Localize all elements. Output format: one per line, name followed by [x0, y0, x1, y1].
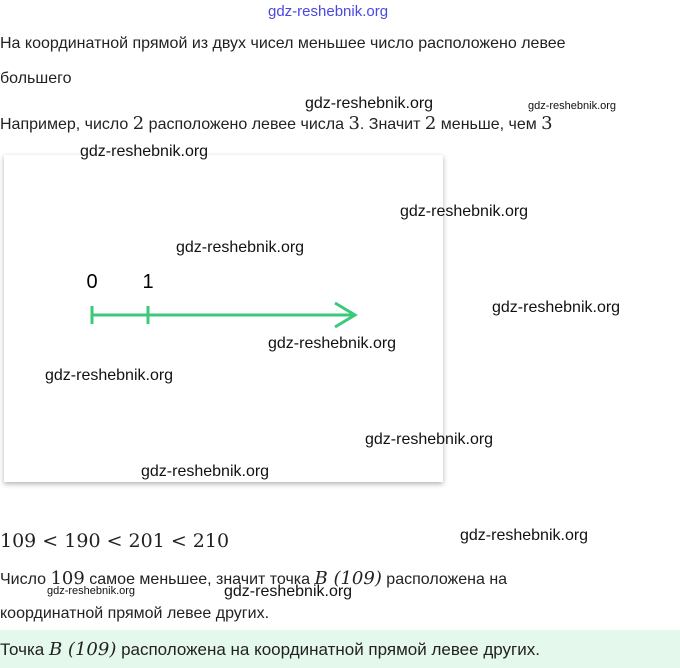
inequality: 109 < 190 < 201 < 210: [0, 530, 230, 552]
math: 3: [348, 113, 360, 134]
watermark: gdz-reshebnik.org: [365, 431, 494, 448]
text: расположена на: [381, 571, 508, 588]
watermark: gdz-reshebnik.org: [80, 143, 209, 160]
watermark: gdz-reshebnik.org: [400, 203, 529, 220]
math: B (109): [314, 568, 382, 589]
arrow-head-icon: [334, 301, 358, 329]
text: самое меньшее, значит точка: [84, 571, 315, 588]
watermark: gdz-reshebnik.org: [47, 585, 136, 597]
number-line-figure: 0 1: [4, 155, 443, 482]
rule-line-1: На координатной прямой из двух чисел мен…: [0, 35, 566, 52]
text: Точка: [0, 640, 49, 659]
watermark: gdz-reshebnik.org: [528, 100, 617, 112]
math: 3: [541, 113, 553, 134]
watermark: gdz-reshebnik.org: [268, 335, 397, 352]
watermark: gdz-reshebnik.org: [224, 583, 353, 600]
text: Например, число: [0, 116, 133, 133]
watermark: gdz-reshebnik.org: [268, 3, 389, 20]
watermark: gdz-reshebnik.org: [141, 463, 270, 480]
watermark: gdz-reshebnik.org: [176, 239, 305, 256]
math: B (109): [48, 639, 117, 660]
rule-line-2: большего: [0, 70, 72, 87]
answer-text: Точка B (109) расположена на координатно…: [0, 639, 540, 660]
watermark: gdz-reshebnik.org: [305, 95, 434, 112]
answer-box: Точка B (109) расположена на координатно…: [0, 630, 680, 668]
watermark: gdz-reshebnik.org: [492, 299, 621, 316]
explanation-line-1: Число 109 самое меньшее, значит точка B …: [0, 568, 507, 589]
number-line: 0 1: [86, 271, 358, 329]
example-text: Например, число 2 расположено левее числ…: [0, 113, 553, 134]
text: меньше, чем: [436, 116, 542, 133]
text: Число: [0, 571, 51, 588]
math: 2: [132, 113, 145, 134]
text: расположена на координатной прямой левее…: [116, 640, 540, 659]
math: 109: [50, 568, 85, 589]
text: расположено левее числа: [144, 116, 349, 133]
tick-label-1: 1: [142, 271, 153, 293]
text: . Значит: [359, 116, 425, 133]
watermark: gdz-reshebnik.org: [45, 367, 174, 384]
explanation-line-2: координатной прямой левее других.: [0, 605, 270, 622]
tick-label-0: 0: [86, 271, 97, 293]
watermark: gdz-reshebnik.org: [460, 527, 589, 544]
math: 2: [424, 113, 437, 134]
